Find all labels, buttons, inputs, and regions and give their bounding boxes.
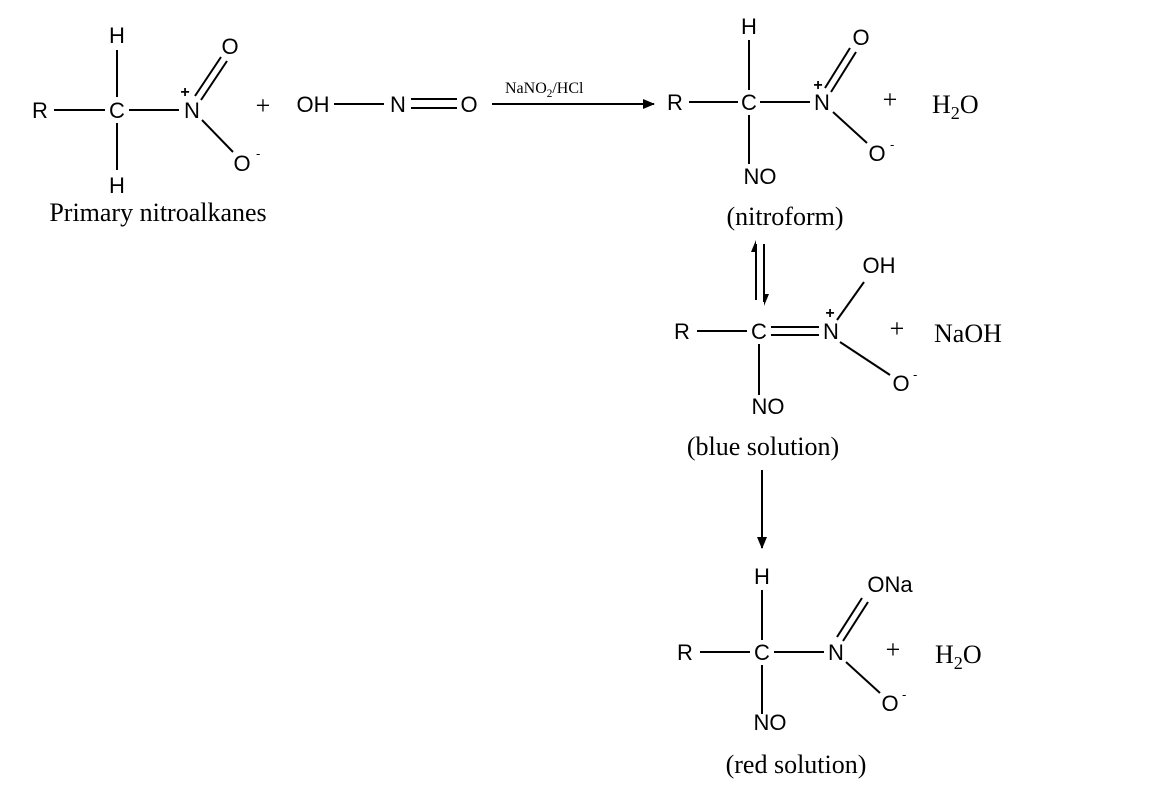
nitroso-label: NO [754,710,787,735]
bond-n-o-double-b [842,601,869,642]
bond-n-oh [836,281,865,321]
r-group-label: R [32,98,48,123]
reactant-nitrous-acid: OH N O [297,92,478,117]
hydroxyl-label: OH [297,92,330,117]
hydrogen-top-label: H [109,23,125,48]
oxygen-minus-label: O [881,691,898,716]
equilibrium-arrow-up-head [751,240,756,252]
negative-charge: - [913,367,917,382]
product-nitroform: R C H N + O O - NO (nitroform) [667,14,894,231]
bond-n-o-single [839,341,891,376]
positive-charge: + [813,77,822,94]
carbon-label: C [109,98,125,123]
positive-charge: + [825,305,834,322]
plus-sign: + [883,85,898,114]
bond-n-o-single [201,119,234,153]
sodium-hydroxide-label: NaOH [934,319,1002,348]
negative-charge: - [890,137,894,152]
hydrogen-top-label: H [754,564,770,589]
plus-sign: + [256,91,271,120]
carbon-label: C [741,90,757,115]
intermediate-blue-solution: R C N + OH O - NO (blue solution) [674,253,917,461]
plus-sign: + [890,314,905,343]
r-group-label: R [667,90,683,115]
bond-n-o-double-b [830,51,857,93]
positive-charge: + [180,84,189,101]
r-group-label: R [677,640,693,665]
water-formula: H2O [935,640,982,673]
sodium-oxide-label: ONa [867,572,913,597]
nitrogen-label: N [828,640,844,665]
bond-n-o-single [832,111,868,144]
oxygen-minus-label: O [892,371,909,396]
nitroso-label: NO [744,164,777,189]
bond-n-o-single [845,661,881,694]
oxygen-label: O [460,92,477,117]
hydroxyl-label: OH [863,253,896,278]
nitroso-label: NO [752,394,785,419]
red-solution-caption: (red solution) [726,750,867,779]
water-formula: H2O [932,90,979,123]
nitrogen-label: N [390,92,406,117]
r-group-label: R [674,319,690,344]
carbon-label: C [751,319,767,344]
bond-n-o-double-a [836,597,863,638]
reactant-caption: Primary nitroalkanes [49,198,266,227]
bond-n-o-double-b [200,60,228,101]
hydrogen-bottom-label: H [109,173,125,198]
equilibrium-arrow-down-head [764,294,769,306]
negative-charge: - [902,687,906,702]
bond-n-o-double-a [824,47,851,89]
plus-sign: + [886,635,901,664]
nitrogen-label: N [814,90,830,115]
nitrogen-label: N [823,319,839,344]
oxygen-double-label: O [852,25,869,50]
nitrogen-label: N [184,98,200,123]
blue-solution-caption: (blue solution) [687,432,839,461]
oxygen-minus-label: O [868,141,885,166]
reagent-label: NaNO2/HCl [505,80,584,100]
nitroform-caption: (nitroform) [727,202,844,231]
product-red-solution: R C H N ONa O - NO (red solution) [677,564,913,779]
equilibrium-arrows [751,240,769,306]
carbon-label: C [754,640,770,665]
negative-charge: - [256,146,260,161]
oxygen-double-label: O [221,34,238,59]
hydrogen-top-label: H [741,14,757,39]
reaction-arrow: NaNO2/HCl [492,80,655,109]
oxygen-minus-label: O [233,151,250,176]
bond-n-o-double-a [194,56,222,97]
reactant-primary-nitroalkane: R C H H N + O O - Primary nitroalkanes [32,23,267,227]
